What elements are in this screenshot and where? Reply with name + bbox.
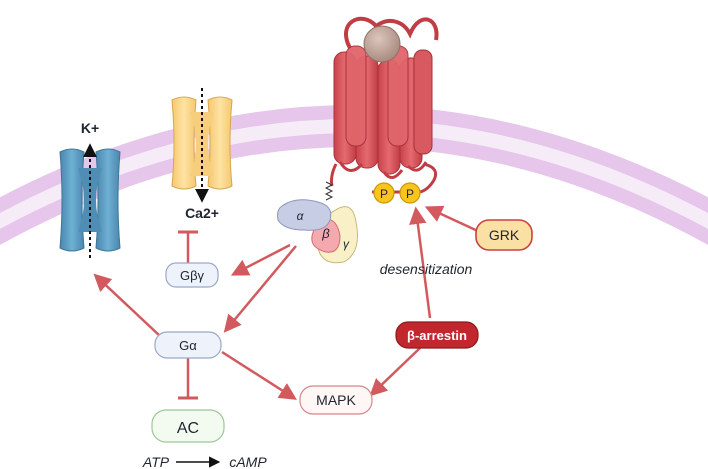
- k-ion-label: K+: [81, 120, 99, 136]
- desensitization-label: desensitization: [380, 261, 473, 277]
- grk-label: GRK: [489, 227, 520, 243]
- pathway-arrows: [93, 205, 481, 468]
- mapk-label: MAPK: [316, 392, 356, 408]
- atp-label: ATP: [142, 454, 170, 469]
- alpha-subunit-label: α: [297, 209, 305, 223]
- ligand: [363, 25, 401, 63]
- g-alpha-node: [154, 331, 222, 359]
- beta-arrestin-node: [395, 321, 479, 349]
- mapk-node: [299, 385, 373, 415]
- gpcr-receptor: [324, 16, 439, 201]
- g-protein-trimer: [277, 199, 358, 264]
- phosphate-2-label: P: [406, 187, 414, 201]
- phosphate-1-label: P: [380, 187, 388, 201]
- beta-arrestin-label: β-arrestin: [407, 328, 467, 343]
- g-beta-gamma-node: [165, 262, 219, 288]
- ac-node: [151, 409, 225, 443]
- gamma-subunit-label: γ: [343, 237, 350, 251]
- grk-node: [475, 219, 533, 251]
- camp-label: cAMP: [229, 454, 267, 469]
- k-channel: [59, 143, 121, 258]
- beta-subunit-label: β: [321, 226, 330, 241]
- g-beta-gamma-label: Gβγ: [180, 268, 205, 283]
- ca-channel: [171, 88, 233, 203]
- phosphate-2: [399, 182, 421, 204]
- ca-ion-label: Ca2+: [185, 205, 219, 221]
- phosphate-1: [373, 182, 395, 204]
- ac-label: AC: [177, 420, 199, 437]
- g-alpha-label: Gα: [179, 338, 197, 353]
